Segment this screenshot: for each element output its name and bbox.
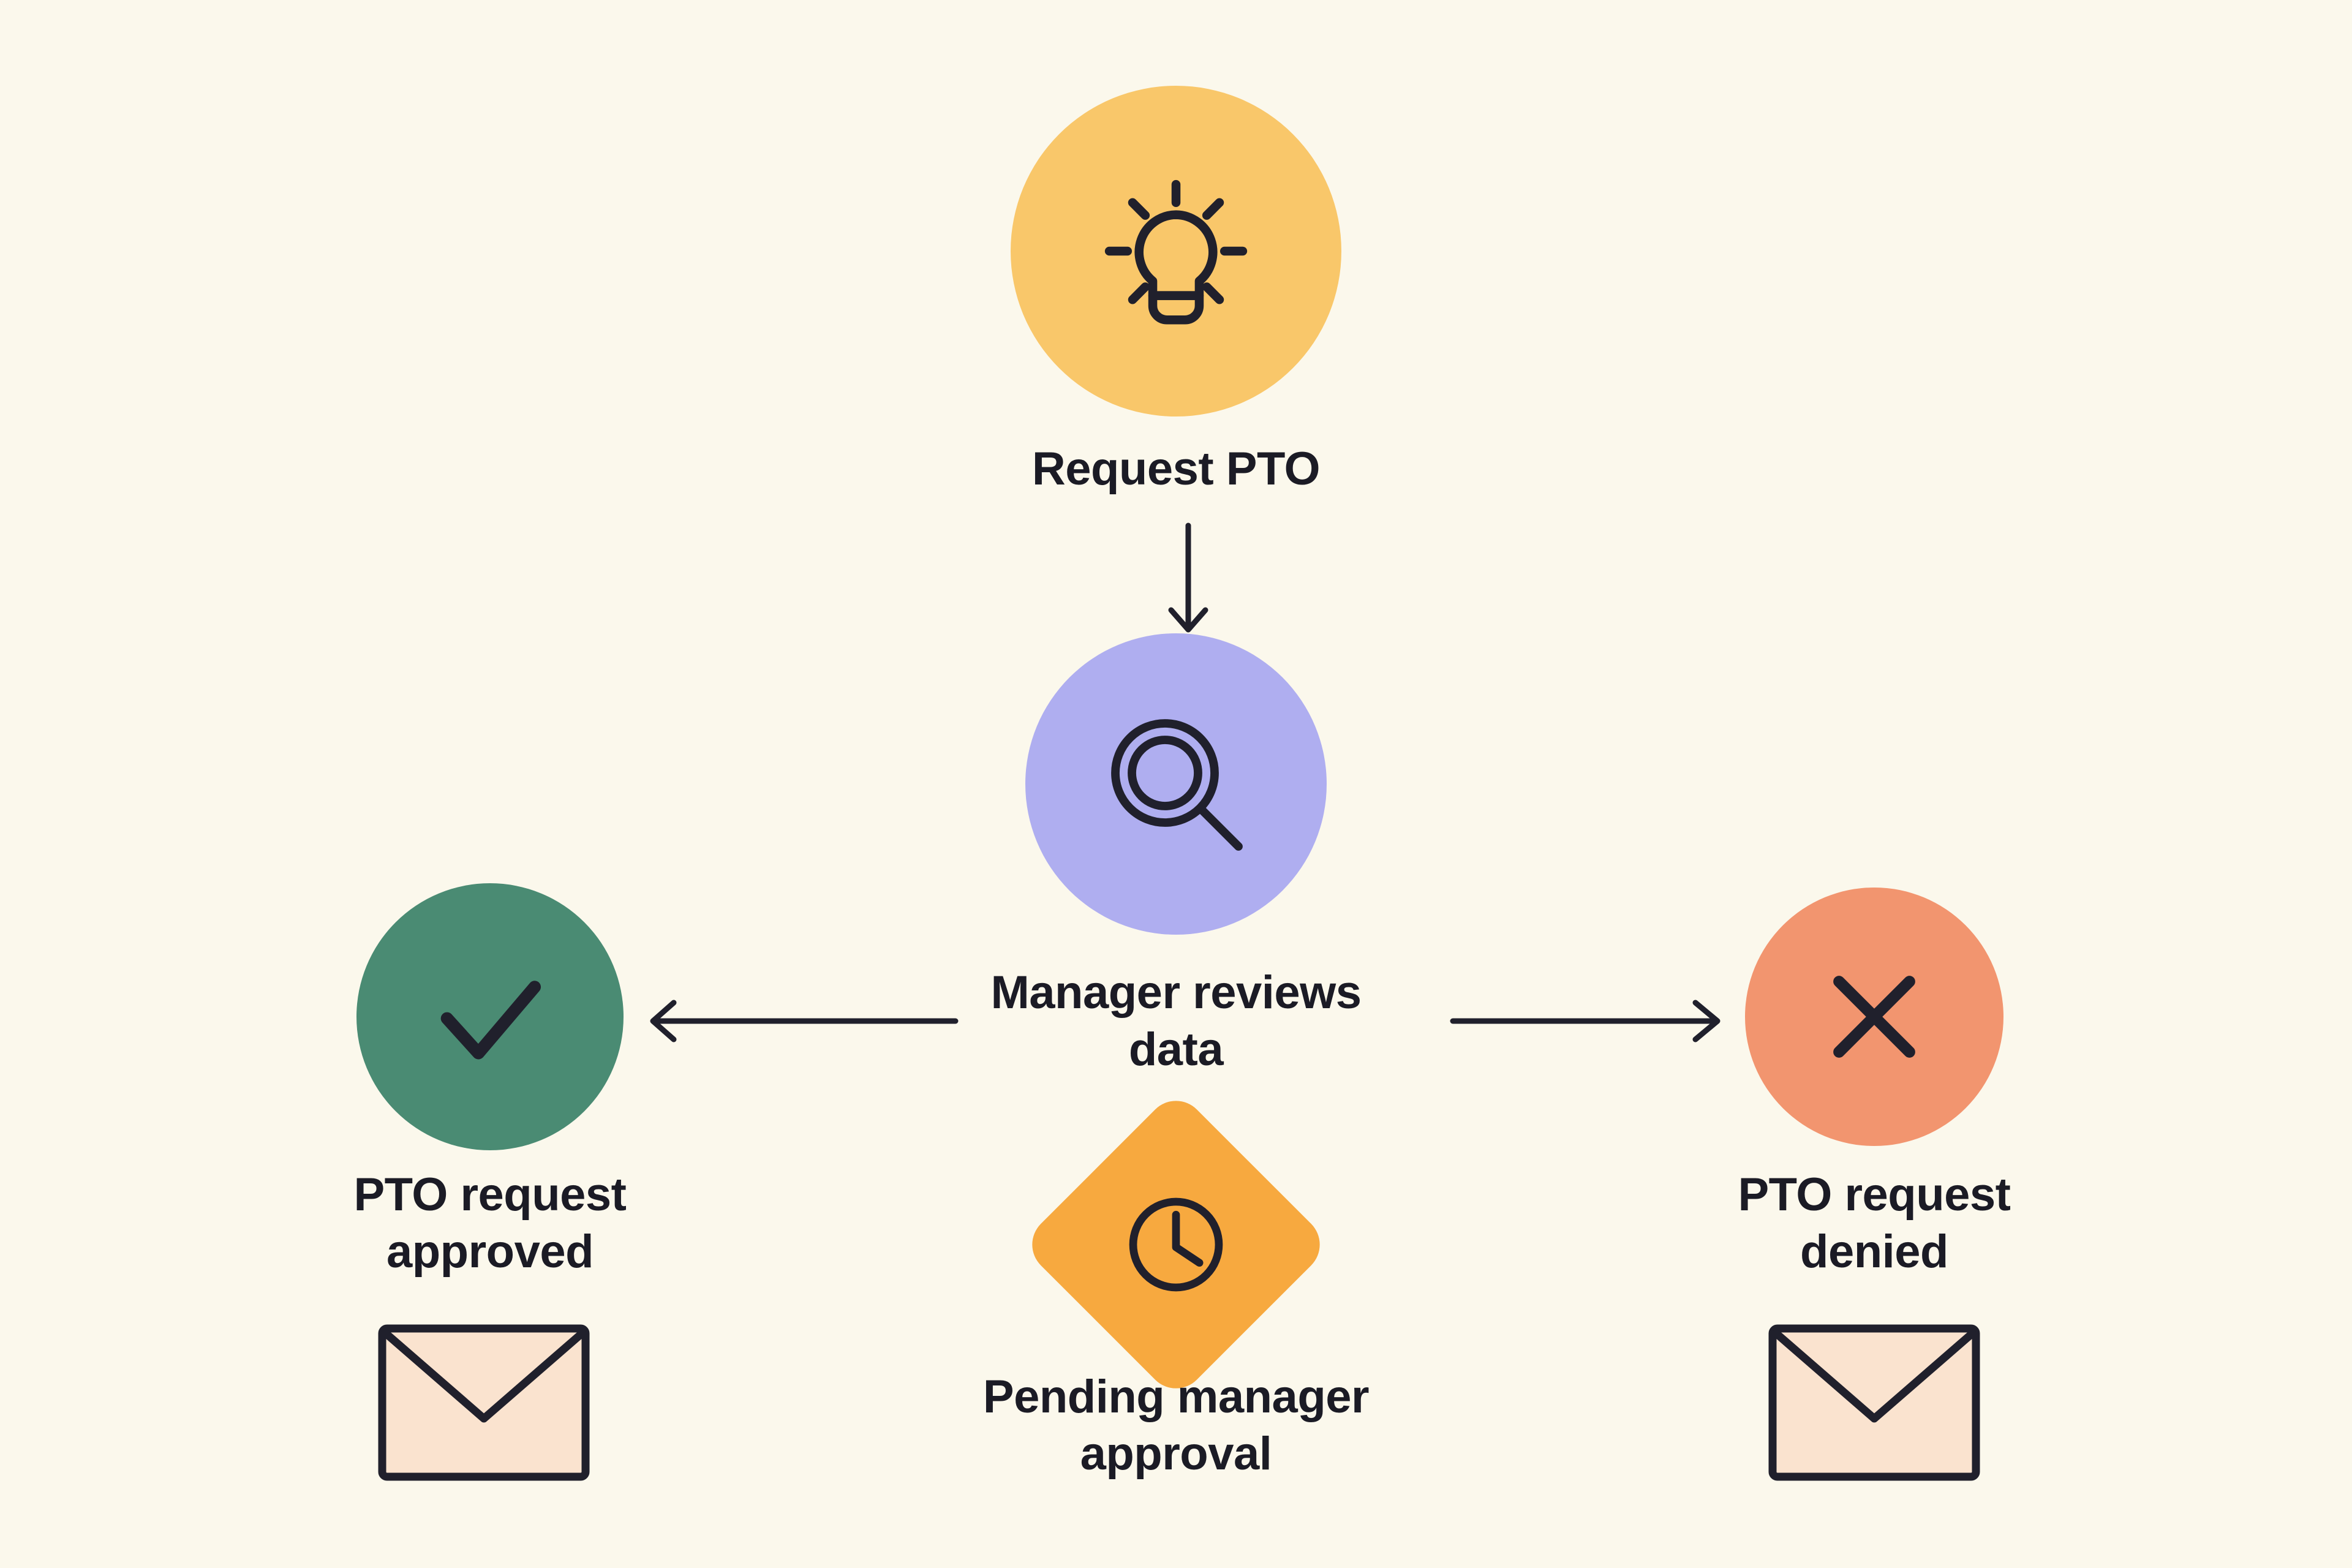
node-manager-reviews-data[interactable] [1025,633,1327,935]
label-pending-manager-approval: Pending manager approval [982,1371,1370,1480]
node-pto-request-approved[interactable] [356,883,624,1150]
arrow-review-to-denied [1450,1000,1721,1042]
checkmark-icon [440,981,541,1060]
node-request-pto[interactable] [1011,86,1341,417]
magnifier-icon [1111,719,1243,851]
cross-icon [1833,976,1915,1058]
arrow-review-to-approved [650,1000,959,1042]
node-pto-request-denied[interactable] [1745,888,2003,1146]
node-pending-manager-approval[interactable] [1020,1088,1332,1401]
envelope-icon-denied [1768,1324,1980,1481]
clock-icon [1129,1197,1223,1292]
label-request-pto: Request PTO [1031,443,1321,495]
label-pto-request-approved: PTO request approved [353,1169,627,1278]
clock-icon-wrapper [1111,1180,1241,1310]
label-pto-request-denied: PTO request denied [1738,1169,2011,1278]
label-manager-reviews-data: Manager reviews data [990,967,1362,1076]
lightbulb-icon [1104,179,1248,325]
envelope-icon-approved [378,1324,590,1481]
arrow-request-to-review [1168,522,1208,633]
